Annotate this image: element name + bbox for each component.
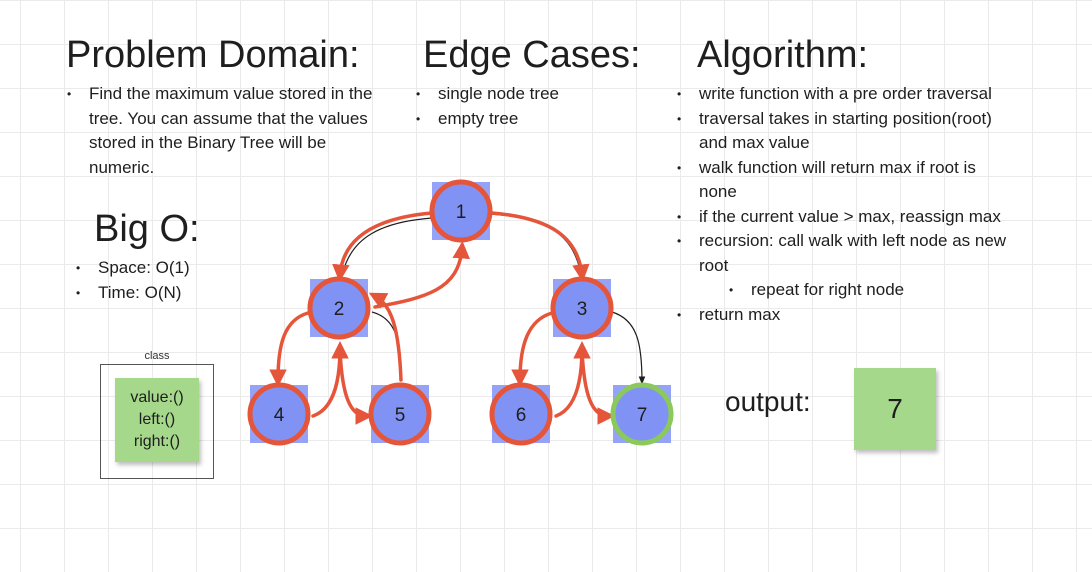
edge-2-5 — [371, 311, 401, 381]
list-item: traversal takes in starting position(roo… — [677, 107, 1057, 156]
arrow-1-to-3 — [490, 211, 590, 282]
arrow-5-to-2 — [368, 292, 403, 382]
arrow-4-to-2 — [311, 341, 349, 418]
tree-node-5: 5 — [368, 382, 432, 446]
edge-cases-title: Edge Cases: — [423, 34, 641, 76]
tree-node-4: 4 — [247, 382, 311, 446]
arrow-6-to-3 — [554, 341, 591, 418]
edge-1-2 — [342, 217, 433, 273]
edge-cases-list: single node tree empty tree — [416, 82, 616, 131]
traversal-arrows — [269, 211, 615, 425]
list-item: repeat for right node — [677, 278, 1057, 303]
class-sticky-note: value:() left:() right:() — [115, 378, 199, 462]
tree-node-3: 3 — [550, 276, 614, 340]
list-item: Space: O(1) — [76, 256, 276, 281]
list-item: single node tree — [416, 82, 616, 107]
algorithm-title: Algorithm: — [697, 34, 869, 76]
big-o-title: Big O: — [94, 208, 200, 250]
list-item: write function with a pre order traversa… — [677, 82, 1057, 107]
problem-domain-title: Problem Domain: — [66, 34, 360, 76]
list-item: return max — [677, 303, 1057, 328]
output-label: output: — [725, 386, 811, 417]
arrow-2-to-1 — [373, 241, 470, 309]
big-o-list: Space: O(1) Time: O(N) — [76, 256, 276, 305]
arrow-2-to-4 — [269, 311, 310, 387]
svg-text:6: 6 — [516, 405, 527, 426]
svg-text:3: 3 — [577, 299, 588, 320]
list-item: Time: O(N) — [76, 281, 276, 306]
algorithm-list: write function with a pre order traversa… — [677, 82, 1057, 327]
class-frame-label: class — [144, 350, 170, 362]
class-field-right: right:() — [133, 433, 181, 450]
list-item: recursion: call walk with left node as n… — [677, 229, 1057, 278]
svg-text:7: 7 — [637, 405, 648, 426]
class-field-value: value:() — [130, 389, 184, 406]
edge-3-7 — [611, 311, 646, 385]
tree-node-6: 6 — [489, 382, 553, 446]
svg-text:5: 5 — [395, 405, 406, 426]
svg-text:4: 4 — [274, 405, 285, 426]
class-frame — [100, 364, 214, 479]
arrow-3-to-6 — [511, 311, 554, 387]
problem-domain-list: Find the maximum value stored in thetree… — [67, 82, 407, 180]
tree-node-2: 2 — [307, 276, 371, 340]
class-field-left: left:() — [138, 411, 176, 428]
output-sticky-note: 7 — [854, 368, 936, 450]
arrow-3-to-7 — [580, 348, 615, 425]
list-item: if the current value > max, reassign max — [677, 205, 1057, 230]
svg-text:2: 2 — [334, 299, 345, 320]
tree-node-1: 1 — [429, 179, 493, 243]
tree-node-7: 7 — [610, 382, 674, 446]
arrow-1-to-2 — [332, 211, 434, 282]
list-item: walk function will return max if root is… — [677, 156, 1057, 205]
svg-text:1: 1 — [456, 202, 467, 223]
list-item: Find the maximum value stored in thetree… — [67, 82, 407, 180]
arrow-2-up-to-5 — [338, 348, 373, 425]
list-item: empty tree — [416, 107, 616, 132]
